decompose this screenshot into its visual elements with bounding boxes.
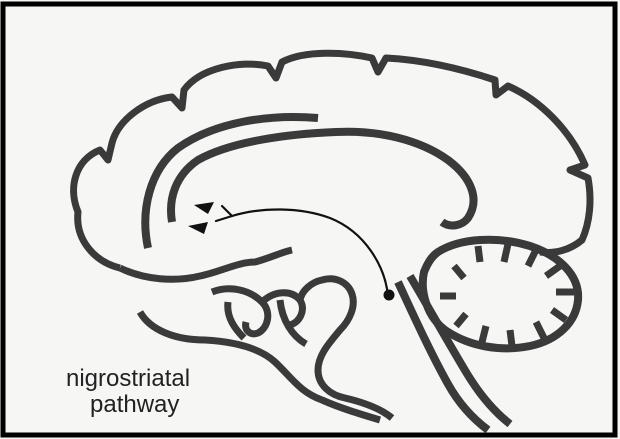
frontal-base-outline bbox=[120, 250, 292, 279]
striatum-terminal-lower bbox=[188, 222, 208, 234]
axon-branch-upper bbox=[222, 206, 232, 216]
brainstem-outline-front bbox=[398, 282, 488, 430]
axon-branch-lower bbox=[216, 216, 232, 221]
cerebral-cortex-outline bbox=[74, 53, 590, 268]
corpus-callosum-inner bbox=[171, 132, 474, 226]
striatum-terminal-upper bbox=[194, 202, 214, 214]
caption-line-2: pathway bbox=[90, 392, 179, 418]
substantia-nigra-neuron bbox=[384, 290, 395, 301]
caption-line-1: nigrostriatal bbox=[66, 366, 190, 392]
